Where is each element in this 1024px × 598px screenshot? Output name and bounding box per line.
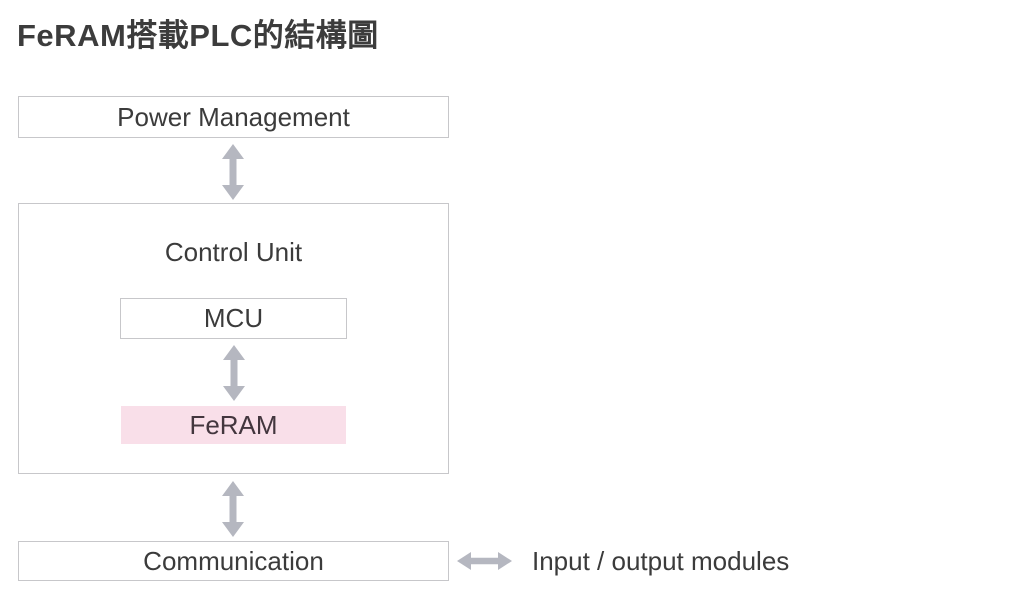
node-feram: FeRAM: [121, 406, 346, 444]
feram-label: FeRAM: [189, 409, 278, 440]
node-control-unit: Control Unit MCU FeRAM: [18, 203, 449, 474]
communication-label: Communication: [143, 545, 324, 576]
power-management-label: Power Management: [117, 101, 350, 132]
node-power-management: Power Management: [18, 96, 449, 138]
node-communication: Communication: [18, 541, 449, 581]
io-modules-label: Input / output modules: [532, 545, 790, 576]
vertical-double-arrow-icon: [221, 345, 247, 401]
diagram-title: FeRAM搭載PLC的結構圖: [17, 18, 379, 53]
mcu-label: MCU: [203, 303, 264, 333]
control-unit-label: Control Unit: [164, 237, 303, 267]
horizontal-double-arrow-icon: [457, 551, 512, 571]
node-mcu: MCU: [120, 298, 347, 339]
vertical-double-arrow-icon: [220, 144, 246, 200]
vertical-double-arrow-icon: [220, 481, 246, 537]
